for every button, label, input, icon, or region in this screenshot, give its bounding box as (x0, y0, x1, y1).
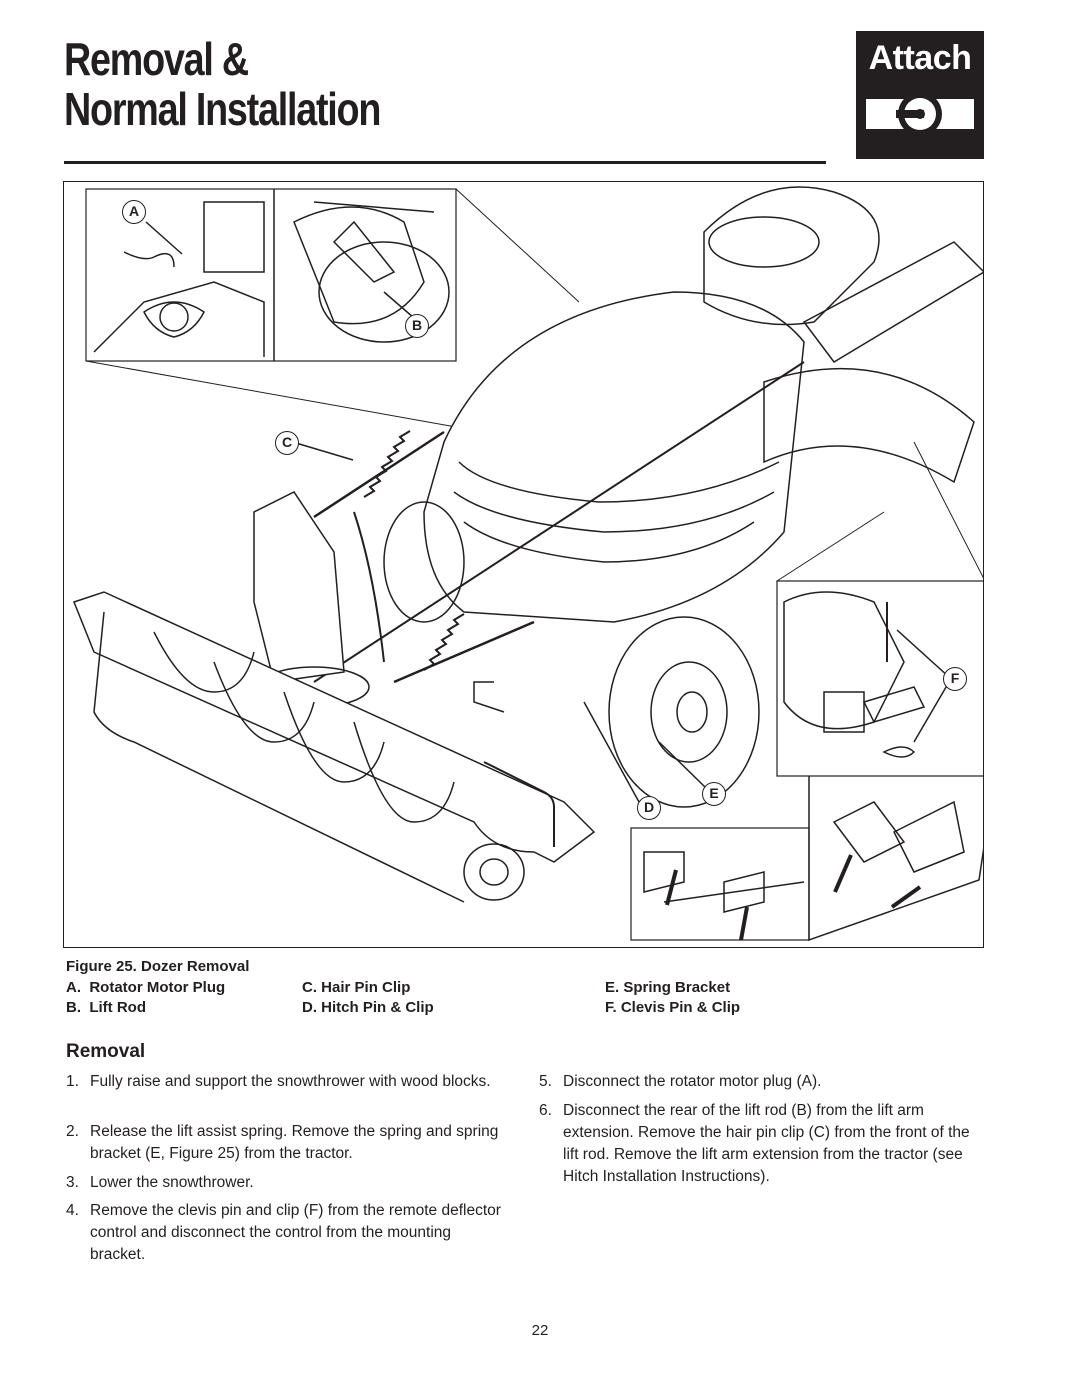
step-text: Lower the snowthrower. (90, 1174, 254, 1191)
callout-f: F (943, 667, 967, 691)
step-2: 2. Release the lift assist spring. Remov… (66, 1121, 516, 1165)
callout-d: D (637, 796, 661, 820)
callout-e: E (702, 782, 726, 806)
step-text: Release the lift assist spring. Remove t… (90, 1123, 499, 1162)
legend-label: Hair Pin Clip (321, 979, 411, 996)
step-number: 5. (539, 1073, 552, 1090)
callout-a: A (122, 200, 146, 224)
step-number: 1. (66, 1073, 79, 1090)
step-number: 4. (66, 1202, 79, 1219)
page-title: Removal & Normal Installation (64, 34, 523, 134)
step-6: 6. Disconnect the rear of the lift rod (… (539, 1100, 989, 1210)
legend-key: D. (302, 999, 317, 1016)
step-text: Disconnect the rear of the lift rod (B) … (563, 1102, 970, 1185)
legend-label: Clevis Pin & Clip (620, 999, 741, 1016)
hitch-attach-icon (866, 92, 974, 136)
figure-caption: Figure 25. Dozer Removal (66, 958, 250, 975)
legend-item-a: A. Rotator Motor Plug (66, 979, 225, 996)
step-1: 1. Fully raise and support the snowthrow… (66, 1071, 506, 1115)
step-text: Fully raise and support the snowthrower … (90, 1073, 491, 1090)
legend-item-f: F. Clevis Pin & Clip (605, 999, 740, 1016)
step-number: 3. (66, 1174, 79, 1191)
page-number: 22 (531, 1322, 549, 1339)
step-4: 4. Remove the clevis pin and clip (F) fr… (66, 1200, 506, 1266)
step-text: Disconnect the rotator motor plug (A). (563, 1073, 822, 1090)
callout-c: C (275, 431, 299, 455)
legend-label: Rotator Motor Plug (89, 979, 226, 996)
legend-key: C. (302, 979, 317, 996)
dozer-removal-drawing (73, 186, 983, 942)
badge-label: Attach (868, 39, 972, 77)
section-heading: Removal (66, 1041, 146, 1062)
attach-badge: Attach (856, 31, 984, 159)
legend-label: Lift Rod (89, 999, 146, 1016)
step-3: 3. Lower the snowthrower. (66, 1172, 506, 1194)
legend-item-b: B. Lift Rod (66, 999, 146, 1016)
legend-label: Hitch Pin & Clip (321, 999, 434, 1016)
legend-key: B. (66, 999, 81, 1016)
page-title-line-2: Normal Installation (64, 83, 381, 135)
page-title-line-1: Removal & (64, 33, 249, 85)
legend-key: F. (605, 999, 617, 1016)
legend-key: E. (605, 979, 620, 996)
step-text: Remove the clevis pin and clip (F) from … (90, 1202, 501, 1263)
step-5: 5. Disconnect the rotator motor plug (A)… (539, 1071, 989, 1093)
legend-label: Spring Bracket (623, 979, 731, 996)
figure-25-illustration: A B C D E F (63, 181, 984, 948)
step-number: 2. (66, 1123, 79, 1140)
legend-item-d: D. Hitch Pin & Clip (302, 999, 434, 1016)
legend-item-c: C. Hair Pin Clip (302, 979, 410, 996)
step-number: 6. (539, 1102, 552, 1119)
callout-b: B (405, 314, 429, 338)
title-rule (64, 161, 826, 164)
legend-key: A. (66, 979, 81, 996)
legend-item-e: E. Spring Bracket (605, 979, 730, 996)
